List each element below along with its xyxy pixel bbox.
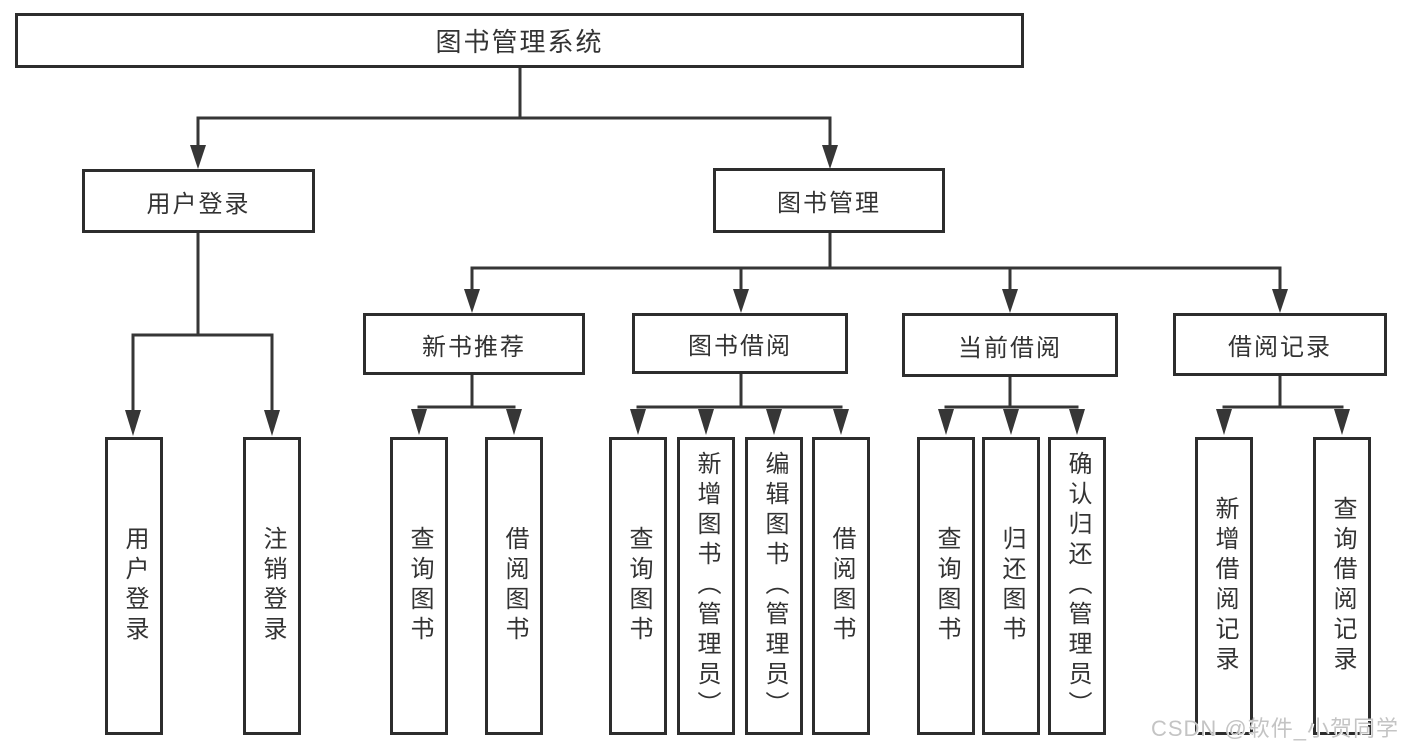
watermark: CSDN @软件_小贺同学 bbox=[1150, 716, 1399, 741]
node-library-management-system: 图书管理系统 bbox=[15, 13, 1024, 68]
arrowhead bbox=[1069, 409, 1085, 435]
arrowhead bbox=[264, 410, 280, 436]
node-current-borrowing: 当前借阅 bbox=[902, 313, 1118, 377]
node-new-book-recommendation: 新书推荐 bbox=[363, 313, 585, 375]
arrowhead bbox=[1272, 289, 1288, 313]
node-current-borrowing-label: 当前借阅 bbox=[958, 334, 1062, 362]
leaf-borrow-books-recommend-label: 借阅图书 bbox=[501, 526, 528, 646]
leaf-borrow-books-borrowing: 借阅图书 bbox=[812, 437, 870, 735]
arrowhead bbox=[733, 289, 749, 313]
arrowhead bbox=[506, 409, 522, 435]
leaf-return-books-label: 归还图书 bbox=[998, 526, 1025, 646]
arrowhead bbox=[411, 409, 427, 435]
arrowhead bbox=[822, 145, 838, 169]
leaf-edit-book-admin-label: 编辑图书（管理员） bbox=[761, 451, 788, 721]
connector-user-login-to-children bbox=[125, 231, 280, 436]
node-book-borrowing: 图书借阅 bbox=[632, 313, 848, 374]
leaf-add-book-admin: 新增图书（管理员） bbox=[677, 437, 735, 735]
node-user-login: 用户登录 bbox=[82, 169, 315, 233]
arrowhead bbox=[698, 409, 714, 435]
connector-root-to-level2 bbox=[190, 66, 838, 169]
connector-borrowing-records-to-leaves bbox=[1216, 374, 1350, 435]
node-book-borrowing-label: 图书借阅 bbox=[688, 333, 792, 360]
arrowhead bbox=[464, 289, 480, 313]
connector-book-management-to-level3 bbox=[464, 231, 1288, 313]
leaf-confirm-return-admin: 确认归还（管理员） bbox=[1048, 437, 1106, 735]
arrowhead bbox=[1334, 409, 1350, 435]
leaf-return-books: 归还图书 bbox=[982, 437, 1040, 735]
node-borrowing-records: 借阅记录 bbox=[1173, 313, 1387, 376]
leaf-borrow-books-borrowing-label: 借阅图书 bbox=[828, 526, 855, 646]
leaf-logout: 注销登录 bbox=[243, 437, 301, 735]
arrowhead bbox=[938, 409, 954, 435]
arrowhead bbox=[190, 145, 206, 169]
leaf-query-books-borrowing: 查询图书 bbox=[609, 437, 667, 735]
node-new-book-recommendation-label: 新书推荐 bbox=[422, 333, 526, 361]
leaf-query-books-recommend-label: 查询图书 bbox=[406, 526, 433, 646]
leaf-user-login-label: 用户登录 bbox=[121, 526, 148, 646]
leaf-query-borrow-record: 查询借阅记录 bbox=[1313, 437, 1371, 735]
arrowhead bbox=[1003, 409, 1019, 435]
arrowhead bbox=[1216, 409, 1232, 435]
leaf-query-books-recommend: 查询图书 bbox=[390, 437, 448, 735]
leaf-query-books-current: 查询图书 bbox=[917, 437, 975, 735]
arrowhead bbox=[766, 409, 782, 435]
leaf-user-login: 用户登录 bbox=[105, 437, 163, 735]
leaf-confirm-return-admin-label: 确认归还（管理员） bbox=[1064, 451, 1091, 721]
leaf-query-borrow-record-label: 查询借阅记录 bbox=[1329, 496, 1356, 676]
connector-current-borrowing-to-leaves bbox=[938, 375, 1085, 435]
arrowhead bbox=[1002, 289, 1018, 313]
node-book-management: 图书管理 bbox=[713, 168, 945, 233]
arrowhead bbox=[125, 410, 141, 436]
node-book-management-label: 图书管理 bbox=[777, 190, 881, 217]
leaf-edit-book-admin: 编辑图书（管理员） bbox=[745, 437, 803, 735]
leaf-add-borrow-record-label: 新增借阅记录 bbox=[1211, 496, 1238, 676]
connector-new-book-recommendation-to-leaves bbox=[411, 373, 522, 435]
node-library-management-system-label: 图书管理系统 bbox=[435, 27, 604, 57]
leaf-add-book-admin-label: 新增图书（管理员） bbox=[693, 451, 720, 721]
leaf-logout-label: 注销登录 bbox=[259, 526, 286, 646]
leaf-add-borrow-record: 新增借阅记录 bbox=[1195, 437, 1253, 735]
node-user-login-label: 用户登录 bbox=[146, 190, 251, 218]
node-borrowing-records-label: 借阅记录 bbox=[1228, 334, 1332, 361]
arrowhead bbox=[630, 409, 646, 435]
connector-book-borrowing-to-leaves bbox=[630, 372, 849, 435]
leaf-borrow-books-recommend: 借阅图书 bbox=[485, 437, 543, 735]
leaf-query-books-current-label: 查询图书 bbox=[933, 526, 960, 646]
leaf-query-books-borrowing-label: 查询图书 bbox=[625, 526, 652, 646]
arrowhead bbox=[833, 409, 849, 435]
